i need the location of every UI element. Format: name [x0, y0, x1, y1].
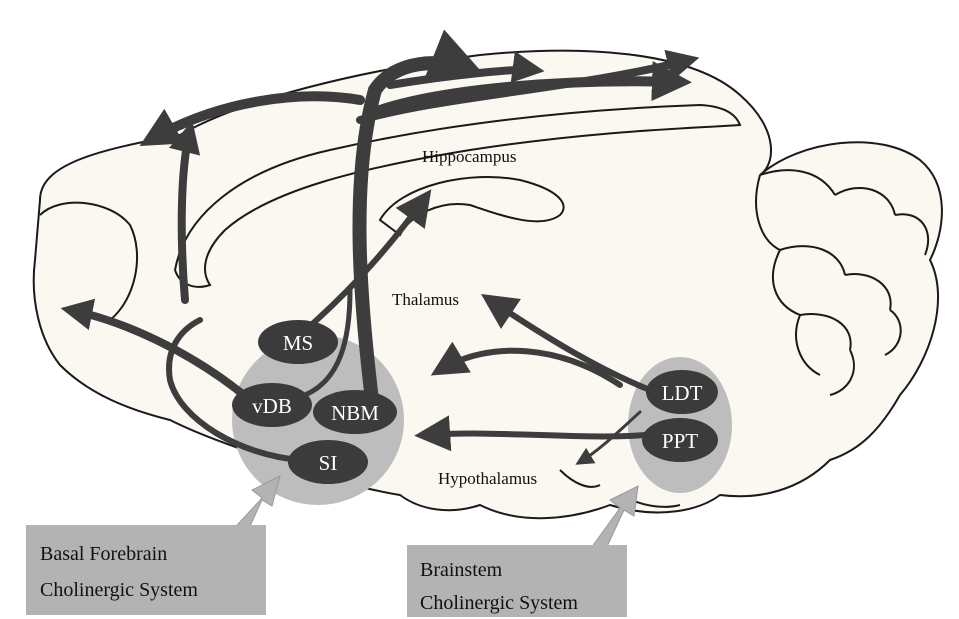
nucleus-nbm-label: NBM [331, 401, 379, 425]
nucleus-si-label: SI [319, 451, 338, 475]
nucleus-vdb-label: vDB [252, 394, 292, 418]
system-boxes: Basal Forebrain Cholinergic System Brain… [26, 525, 627, 617]
nucleus-ppt-label: PPT [662, 429, 698, 453]
brainstem-line2: Cholinergic System [420, 592, 578, 614]
basal-forebrain-line1: Basal Forebrain [40, 543, 167, 565]
basal-forebrain-line2: Cholinergic System [40, 579, 198, 601]
cortex-outline [34, 51, 942, 519]
label-hypothalamus: Hypothalamus [438, 469, 537, 488]
brain-outline [34, 51, 942, 519]
nucleus-ldt-label: LDT [662, 381, 703, 405]
label-thalamus: Thalamus [392, 290, 459, 309]
label-hippocampus: Hippocampus [422, 147, 516, 166]
basal-forebrain-box [26, 525, 266, 615]
brainstem-line1: Brainstem [420, 559, 503, 581]
nucleus-ms-label: MS [283, 331, 313, 355]
